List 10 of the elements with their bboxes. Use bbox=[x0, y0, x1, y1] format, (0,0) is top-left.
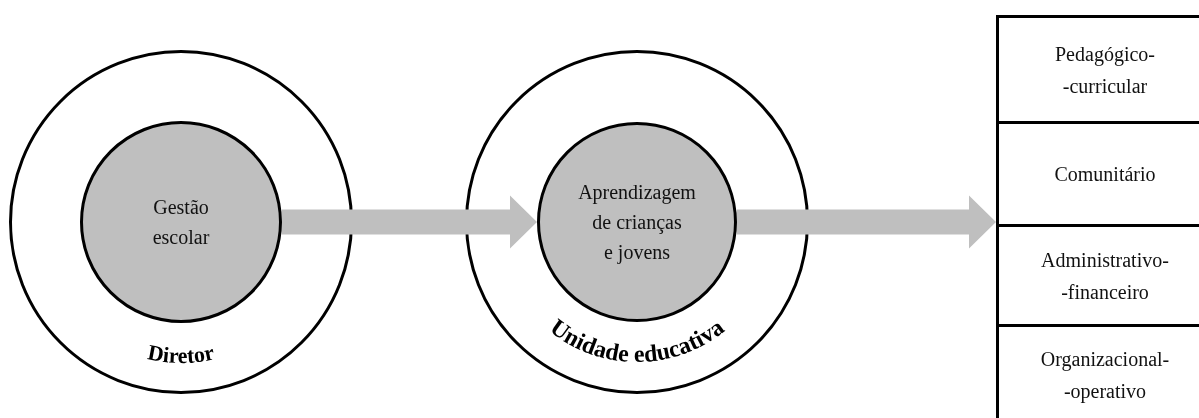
cell-text: Comunitário bbox=[1054, 162, 1156, 187]
arrow bbox=[282, 195, 537, 249]
circle-label: Aprendizagem de crianças e jovens bbox=[577, 180, 697, 266]
circle-label: Gestão escolar bbox=[151, 195, 211, 250]
category-table bbox=[996, 15, 1199, 418]
cell-text: Pedagógico- -curricular bbox=[1054, 41, 1156, 99]
circle-label: Diretor bbox=[145, 339, 217, 369]
cell-text: Administrativo- -financeiro bbox=[1040, 247, 1170, 305]
cell-text: Organizacional- -operativo bbox=[1039, 347, 1171, 405]
arrow bbox=[737, 195, 996, 249]
